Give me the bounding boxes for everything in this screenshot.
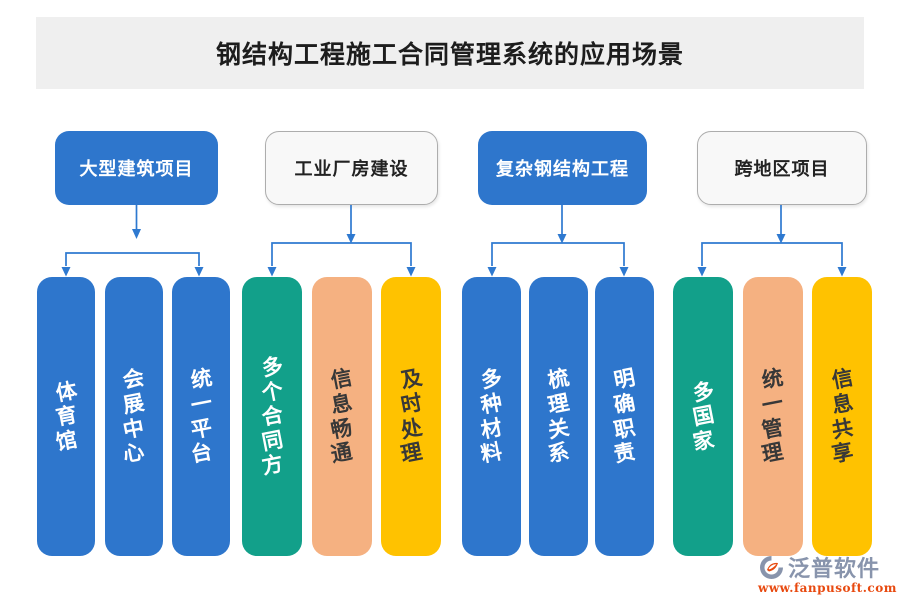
group-header-industrial-plant-construction: 工业厂房建设 — [265, 131, 438, 205]
column-multiple-contract-parties: 多个合同方 — [242, 277, 302, 556]
group-header-label: 工业厂房建设 — [294, 159, 409, 180]
column-label: 信息共享 — [829, 364, 855, 467]
connector-group-2 — [267, 205, 416, 277]
column-unified-platform: 统一平台 — [172, 277, 230, 556]
fanpu-logo-url: www.fanpusoft.com — [758, 581, 897, 595]
column-label: 多种材料 — [478, 364, 505, 467]
connector-group-4 — [697, 205, 847, 277]
column-sorted-relationships: 梳理关系 — [528, 277, 588, 556]
fanpu-logo-icon — [760, 555, 783, 579]
column-unified-management: 统一管理 — [742, 277, 803, 556]
fanpu-logo-text: 泛普软件 — [788, 556, 881, 582]
group-header-label: 复杂钢结构工程 — [496, 159, 629, 180]
fanpu-logo: 泛普软件 www.fanpusoft.com — [758, 551, 897, 595]
column-label: 信息畅通 — [328, 364, 355, 467]
group-header-label: 大型建筑项目 — [79, 159, 194, 180]
column-label: 及时处理 — [398, 364, 424, 467]
column-multi-country: 多国家 — [673, 277, 733, 556]
column-label: 明确职责 — [611, 364, 638, 467]
group-large-construction-projects: 体育馆 会展中心 统一平台 — [37, 277, 230, 556]
column-label: 梳理关系 — [545, 364, 571, 467]
group-header-label: 跨地区项目 — [734, 159, 830, 180]
group-industrial-plant-construction: 多个合同方 信息畅通 及时处理 — [242, 277, 441, 556]
column-clear-responsibilities: 明确职责 — [595, 277, 654, 556]
column-label: 多国家 — [690, 376, 716, 455]
column-timely-handling: 及时处理 — [381, 277, 441, 556]
column-label: 多个合同方 — [259, 352, 285, 480]
diagram-title: 钢结构工程施工合同管理系统的应用场景 — [215, 40, 684, 69]
group-header-large-construction-projects: 大型建筑项目 — [55, 131, 218, 205]
column-label: 统一管理 — [759, 364, 786, 467]
column-information-flow: 信息畅通 — [311, 277, 372, 556]
group-header-complex-steel-structure-projects: 复杂钢结构工程 — [478, 131, 647, 205]
group-header-cross-region-projects: 跨地区项目 — [697, 131, 867, 205]
connector-group-1 — [61, 205, 204, 277]
group-complex-steel-structure-projects: 多种材料 梳理关系 明确职责 — [462, 277, 654, 556]
diagram-title-bar: 钢结构工程施工合同管理系统的应用场景 — [36, 17, 864, 89]
column-label: 会展中心 — [120, 364, 147, 467]
column-label: 统一平台 — [188, 364, 214, 467]
group-cross-region-projects: 多国家 统一管理 信息共享 — [673, 277, 872, 556]
column-information-sharing: 信息共享 — [812, 277, 872, 556]
column-convention-center: 会展中心 — [104, 277, 163, 556]
connector-group-3 — [487, 205, 629, 277]
column-label: 体育馆 — [53, 376, 79, 455]
column-multiple-materials: 多种材料 — [462, 277, 521, 556]
column-stadium: 体育馆 — [37, 277, 95, 556]
